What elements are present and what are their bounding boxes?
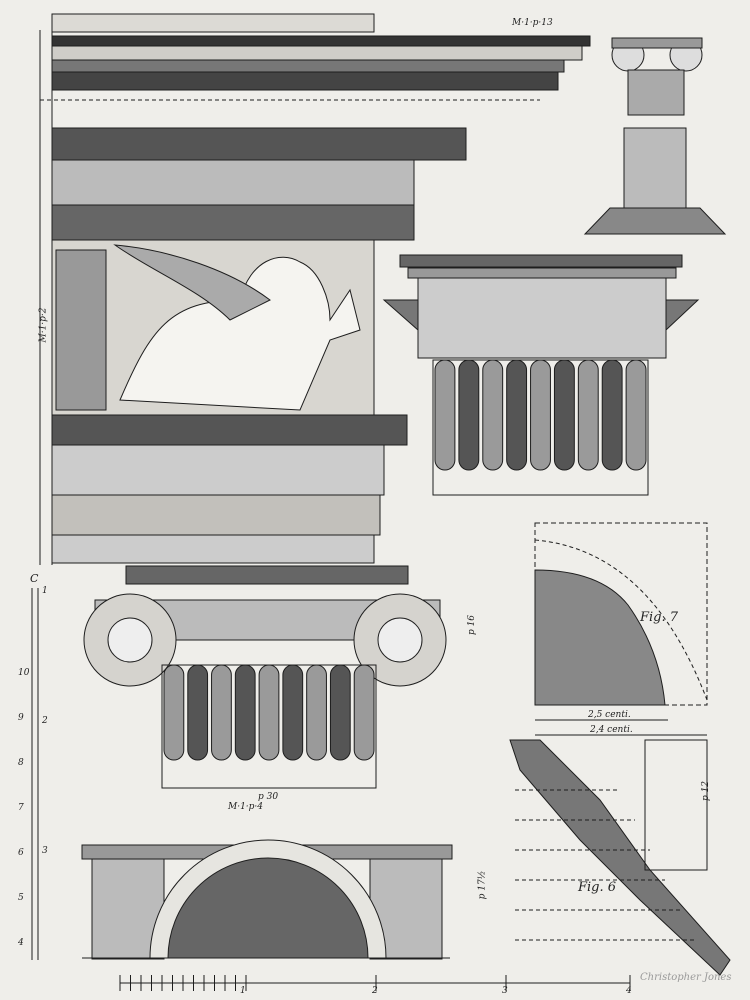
fig6-moulding-profile [509, 739, 731, 976]
bottom-scale-bar [119, 975, 631, 991]
column-flute [506, 359, 528, 471]
column-flute [282, 664, 304, 761]
dim-label-arch-top: M·1·p·4 [228, 802, 264, 812]
fig7-inner-width: 2,5 centi. [588, 710, 631, 720]
left-scale-number: 5 [18, 893, 24, 903]
dim-label-profile: p 12 [701, 780, 712, 802]
column-flute [625, 359, 647, 471]
entablature-frieze [51, 127, 467, 564]
dim-label-top: M·1·p·13 [512, 18, 553, 28]
left-scale-inner-number: 2 [42, 716, 48, 726]
column-flute [187, 664, 209, 761]
fig7-outer-width: 2,4 centi. [590, 725, 633, 735]
column-flute [553, 359, 575, 471]
small-ionic-column [583, 37, 727, 235]
column-flute [482, 359, 504, 471]
scale-label-1: 1 [240, 986, 246, 996]
entablature-cornice [40, 13, 591, 101]
artist-signature: Christopher Jones [640, 972, 732, 983]
dim-label-arch-side: p 17½ [477, 870, 488, 900]
dim-label-left: M·1·p·2 [38, 307, 49, 343]
left-scale-number: 4 [18, 938, 24, 948]
left-scale-number: 7 [18, 803, 24, 813]
dim-label-capital: p 16 [467, 614, 478, 636]
scale-label-2: 2 [372, 986, 378, 996]
dim-label-column: p 30 [258, 792, 279, 802]
scale-label-4: 4 [626, 986, 632, 996]
column-flute [530, 359, 551, 471]
ionic-capital-side-view [382, 254, 700, 496]
column-flute [211, 664, 232, 761]
column-flute [458, 359, 480, 471]
left-scale-number: 9 [18, 713, 24, 723]
column-flute [329, 664, 351, 761]
column-flute [163, 664, 185, 761]
arch-with-capitals [81, 839, 453, 960]
left-scale-number: 6 [18, 848, 24, 858]
column-flute [601, 359, 623, 471]
column-flute [234, 664, 256, 761]
left-vertical-scale [31, 588, 39, 960]
fig6-label: Fig. 6 [578, 880, 617, 895]
column-flute [306, 664, 327, 761]
column-flute [434, 359, 456, 471]
left-scale-number: 10 [18, 668, 30, 678]
ionic-capital-front-view [83, 565, 447, 789]
scale-label-3: 3 [502, 986, 508, 996]
left-scale-number: 8 [18, 758, 24, 768]
left-scale-inner-number: 3 [42, 846, 48, 856]
column-flute [353, 664, 375, 761]
left-scale-title: C [30, 572, 39, 585]
fig7-voussoir-diagram [534, 522, 708, 736]
left-scale-inner-number: 1 [42, 586, 48, 596]
fig7-label: Fig. 7 [640, 610, 679, 625]
column-flute [258, 664, 280, 761]
column-flute [577, 359, 599, 471]
